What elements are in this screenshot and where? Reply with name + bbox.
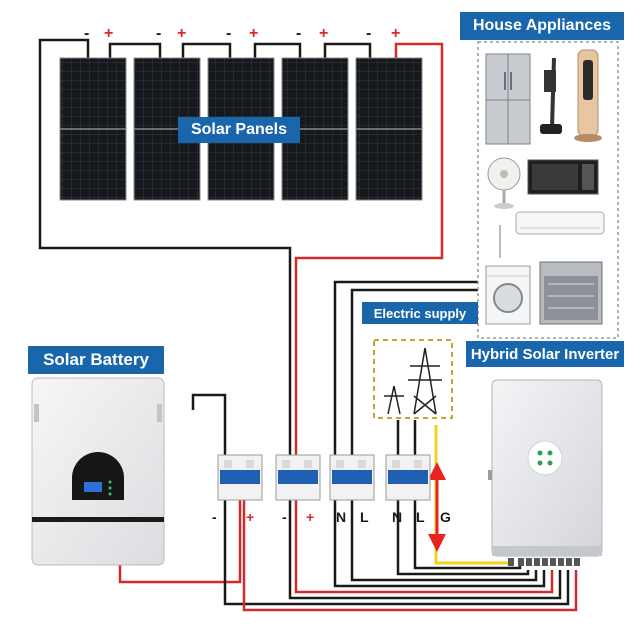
out-bat-pos [242, 500, 578, 612]
battery-negative-wire [191, 393, 227, 455]
out-grid-l [413, 500, 522, 570]
out-bat-neg [223, 500, 570, 606]
out-pv-pos [294, 500, 554, 594]
polarity-mark: - [296, 25, 301, 42]
breaker [329, 454, 375, 501]
fan-icon [487, 157, 521, 209]
grid-pylons [373, 339, 453, 419]
polarity-mark: - [366, 25, 371, 42]
breaker [385, 454, 431, 501]
grid-flow-arrow [428, 462, 446, 552]
terminal-label: - [212, 509, 217, 525]
air-conditioner-icon [515, 211, 605, 235]
load-wire-1 [333, 280, 478, 455]
out-load-n [333, 500, 546, 588]
terminal-label: - [282, 509, 287, 525]
out-pv-neg [288, 500, 562, 600]
polarity-mark: + [249, 25, 258, 42]
polarity-mark: - [226, 25, 231, 42]
solar-battery [31, 377, 165, 566]
breaker [275, 454, 321, 501]
electric-supply-label: Electric supply [362, 302, 478, 324]
terminal-label: L [416, 509, 425, 525]
washing-machine-icon [485, 265, 531, 325]
refrigerator-icon [485, 53, 531, 145]
terminal-label: G [440, 509, 451, 525]
microwave-icon [527, 159, 599, 195]
breaker-block [217, 454, 431, 501]
solar-panel-array [59, 57, 423, 201]
breaker [217, 454, 263, 501]
pv-positive-wire [294, 42, 444, 455]
terminal-label: + [306, 509, 314, 525]
terminal-label: + [246, 509, 254, 525]
polarity-mark: + [104, 25, 113, 42]
house-appliances-label: House Appliances [460, 12, 624, 40]
panel-polarity-marks: - + - + - + - + - + [84, 25, 400, 42]
solar-panel [59, 57, 127, 201]
wires [38, 38, 578, 612]
hybrid-inverter-label: Hybrid Solar Inverter [466, 341, 624, 367]
out-grid-n [396, 500, 530, 576]
panel-series-links [108, 42, 372, 58]
terminal-label: L [360, 509, 369, 525]
breaker-terminal-labels: - + - + N L N L G [212, 509, 451, 525]
polarity-mark: + [319, 25, 328, 42]
hybrid-inverter [488, 379, 603, 566]
pylon-icon [384, 347, 442, 415]
polarity-mark: + [177, 25, 186, 42]
tower-heater-icon [574, 49, 602, 142]
polarity-mark: - [156, 25, 161, 42]
terminal-label: N [392, 509, 402, 525]
terminal-label: N [336, 509, 346, 525]
solar-panels-label: Solar Panels [178, 117, 300, 143]
pv-negative-wire [38, 38, 292, 455]
polarity-mark: - [84, 25, 89, 42]
solar-battery-label: Solar Battery [28, 346, 164, 374]
appliances-panel [477, 41, 619, 339]
inverter-display-icon [527, 440, 563, 476]
polarity-mark: + [391, 25, 400, 42]
vacuum-icon [540, 57, 562, 134]
solar-panel [355, 57, 423, 201]
battery-positive-wire [118, 500, 242, 584]
inverter-terminals [508, 558, 580, 566]
dishwasher-icon [539, 261, 603, 325]
load-wire-2 [350, 288, 478, 455]
out-load-l [350, 500, 538, 582]
